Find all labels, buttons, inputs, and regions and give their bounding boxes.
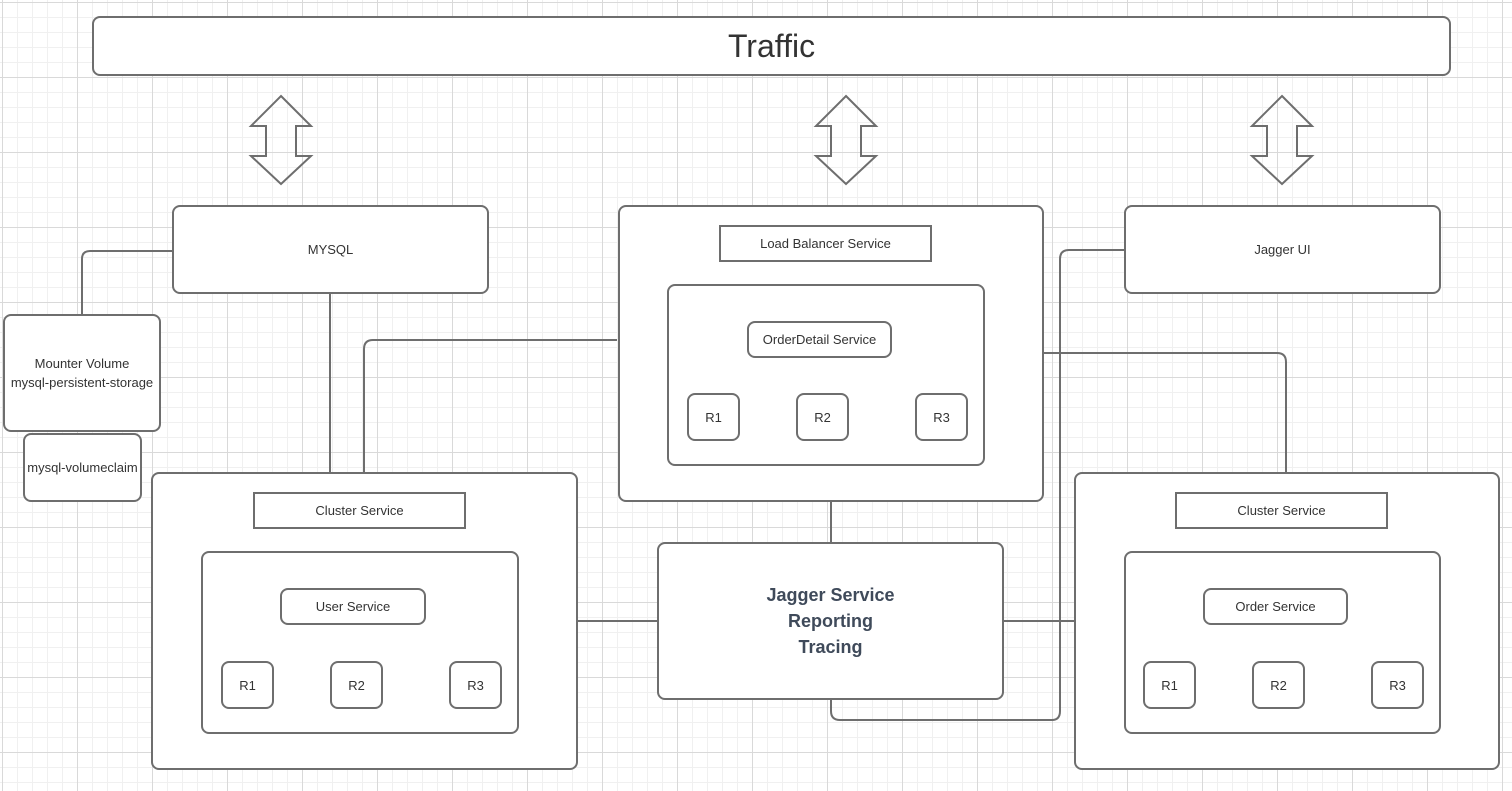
replica-label: R2	[814, 409, 831, 425]
order-service-label: Order Service	[1235, 599, 1316, 614]
orderdetail-replica-r1: R1	[687, 393, 740, 441]
line-loadbalancer-ordercluster	[1044, 352, 1287, 473]
volume-claim-box: mysql-volumeclaim	[23, 433, 142, 502]
mysql-label: MYSQL	[307, 242, 354, 257]
load-balancer-service-box: Load Balancer Service	[719, 225, 932, 262]
replica-label: R2	[348, 677, 365, 693]
user-service-label: User Service	[315, 599, 391, 614]
traffic-arrow-center	[813, 94, 879, 186]
user-cluster-service-box: Cluster Service	[253, 492, 466, 529]
orderdetail-service-label: OrderDetail Service	[762, 332, 877, 347]
user-replica-r2: R2	[330, 661, 383, 709]
jagger-ui-label: Jagger UI	[1254, 242, 1311, 257]
replica-label: R2	[1270, 677, 1287, 693]
replica-label: R1	[239, 677, 256, 693]
mounter-volume-box: Mounter Volume mysql-persistent-storage	[3, 314, 161, 432]
traffic-label: Traffic	[727, 27, 816, 64]
user-service-box: User Service	[280, 588, 426, 625]
jagger-ui-box: Jagger UI	[1124, 205, 1441, 294]
mysql-box: MYSQL	[172, 205, 489, 294]
jagger-service-box: Jagger Service Reporting Tracing	[657, 542, 1004, 700]
replica-label: R3	[933, 409, 950, 425]
mounter-volume-label: Mounter Volume mysql-persistent-storage	[10, 356, 154, 390]
jagger-service-label: Jagger Service Reporting Tracing	[766, 585, 895, 657]
user-cluster-service-label: Cluster Service	[315, 503, 404, 518]
traffic-arrow-left	[248, 94, 314, 186]
user-replica-r3: R3	[449, 661, 502, 709]
order-service-box: Order Service	[1203, 588, 1348, 625]
order-cluster-service-box: Cluster Service	[1175, 492, 1388, 529]
order-replica-r3: R3	[1371, 661, 1424, 709]
replica-label: R1	[1161, 677, 1178, 693]
order-replica-r2: R2	[1252, 661, 1305, 709]
orderdetail-service-box: OrderDetail Service	[747, 321, 892, 358]
orderdetail-replica-r2: R2	[796, 393, 849, 441]
traffic-arrow-right	[1249, 94, 1315, 186]
line-jagger-jaggerui	[830, 249, 1124, 721]
orderdetail-replica-r3: R3	[915, 393, 968, 441]
line-mysql-volume	[81, 250, 172, 314]
order-replica-r1: R1	[1143, 661, 1196, 709]
replica-label: R3	[1389, 677, 1406, 693]
traffic-box: Traffic	[92, 16, 1451, 76]
line-usercluster-loadbalancer	[363, 339, 617, 473]
load-balancer-service-label: Load Balancer Service	[760, 236, 891, 251]
order-cluster-service-label: Cluster Service	[1237, 503, 1326, 518]
replica-label: R1	[705, 409, 722, 425]
user-replica-r1: R1	[221, 661, 274, 709]
volume-claim-label: mysql-volumeclaim	[27, 460, 138, 475]
replica-label: R3	[467, 677, 484, 693]
